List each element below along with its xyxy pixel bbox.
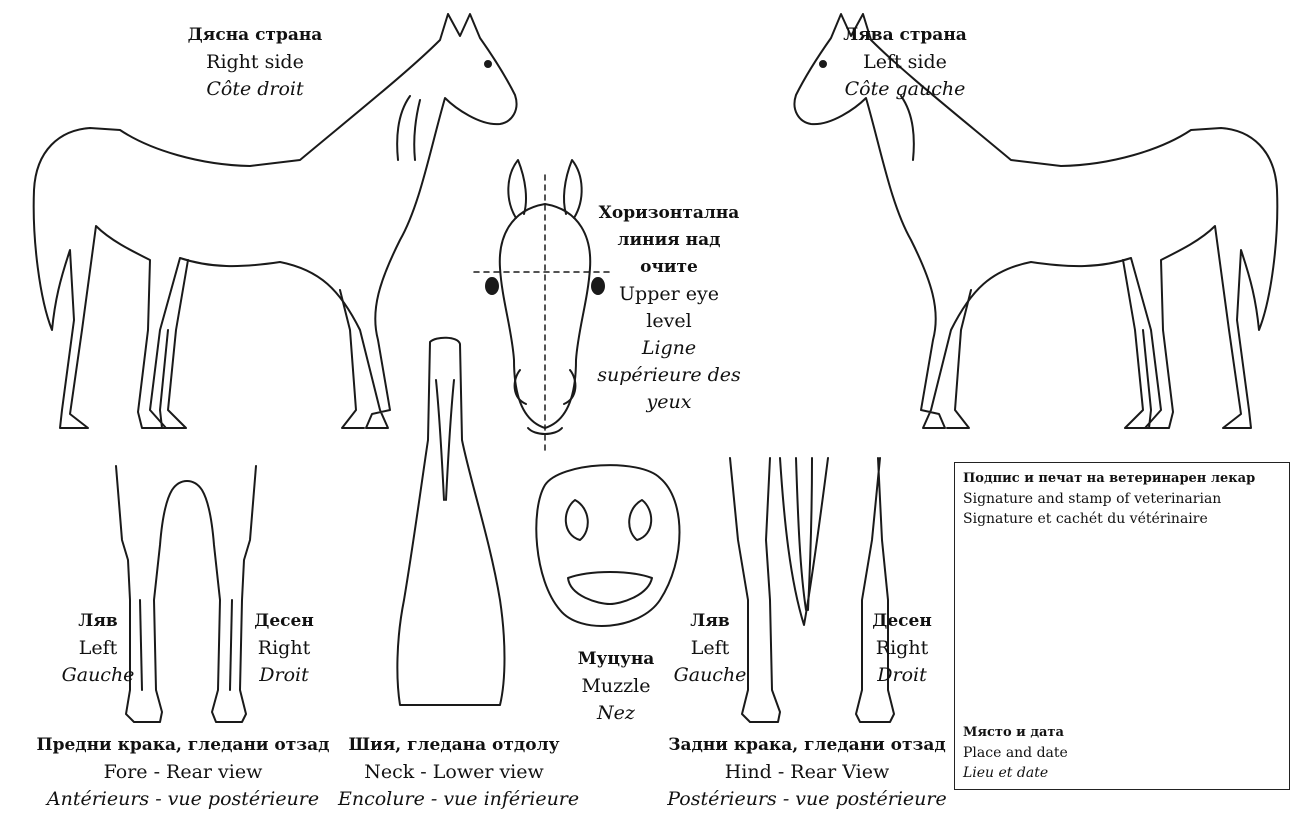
eye-level-bg: Хоризонтална линия над очите bbox=[594, 200, 744, 281]
hind-left-en: Left bbox=[668, 635, 752, 662]
hind-caption-fr: Postérieurs - vue postérieure bbox=[662, 786, 952, 813]
hind-left-bg: Ляв bbox=[668, 608, 752, 635]
eye-level-en: Upper eye level bbox=[594, 281, 744, 335]
neck-caption-fr: Encolure - vue inférieure bbox=[338, 786, 570, 813]
fore-caption-fr: Antérieurs - vue postérieure bbox=[28, 786, 338, 813]
fore-caption-bg: Предни крака, гледани отзад bbox=[28, 732, 338, 759]
fore-right-label: Десен Right Droit bbox=[242, 608, 326, 689]
muzzle-bg: Муцуна bbox=[556, 646, 676, 673]
hind-right-fr: Droit bbox=[860, 662, 944, 689]
signature-box[interactable]: Подпис и печат на ветеринарен лекар Sign… bbox=[954, 462, 1290, 790]
left-side-label: Лява страна Left side Côte gauche bbox=[800, 22, 1010, 103]
muzzle-label: Муцуна Muzzle Nez bbox=[556, 646, 676, 727]
right-side-fr: Côte droit bbox=[150, 76, 360, 103]
signature-fr: Signature et cachét du vétérinaire bbox=[963, 509, 1281, 529]
hind-legs-caption: Задни крака, гледани отзад Hind - Rear V… bbox=[662, 732, 952, 813]
fore-caption-en: Fore - Rear view bbox=[28, 759, 338, 786]
right-side-label: Дясна страна Right side Côte droit bbox=[150, 22, 360, 103]
hind-right-label: Десен Right Droit bbox=[860, 608, 944, 689]
neck-caption: Шия, гледана отдолу Neck - Lower view En… bbox=[338, 732, 570, 813]
left-side-bg: Лява страна bbox=[800, 22, 1010, 49]
fore-legs-caption: Предни крака, гледани отзад Fore - Rear … bbox=[28, 732, 338, 813]
hind-right-en: Right bbox=[860, 635, 944, 662]
muzzle-fr: Nez bbox=[556, 700, 676, 727]
hind-caption-en: Hind - Rear View bbox=[662, 759, 952, 786]
fore-left-en: Left bbox=[56, 635, 140, 662]
place-date-bg: Място и дата bbox=[963, 723, 1068, 743]
neck-lower-view-illustration bbox=[397, 338, 504, 705]
fore-right-fr: Droit bbox=[242, 662, 326, 689]
head-front-view-illustration bbox=[474, 160, 612, 450]
fore-left-label: Ляв Left Gauche bbox=[56, 608, 140, 689]
hind-right-bg: Десен bbox=[860, 608, 944, 635]
hind-left-fr: Gauche bbox=[668, 662, 752, 689]
signature-en: Signature and stamp of veterinarian bbox=[963, 489, 1281, 509]
hind-left-label: Ляв Left Gauche bbox=[668, 608, 752, 689]
right-side-bg: Дясна страна bbox=[150, 22, 360, 49]
muzzle-en: Muzzle bbox=[556, 673, 676, 700]
right-side-en: Right side bbox=[150, 49, 360, 76]
fore-right-en: Right bbox=[242, 635, 326, 662]
muzzle-illustration bbox=[536, 465, 679, 626]
fore-left-bg: Ляв bbox=[56, 608, 140, 635]
place-date-fr: Lieu et date bbox=[963, 763, 1068, 783]
eye-level-label: Хоризонтална линия над очите Upper eye l… bbox=[594, 200, 744, 416]
neck-caption-bg: Шия, гледана отдолу bbox=[338, 732, 570, 759]
left-side-fr: Côte gauche bbox=[800, 76, 1010, 103]
fore-left-fr: Gauche bbox=[56, 662, 140, 689]
fore-right-bg: Десен bbox=[242, 608, 326, 635]
signature-bg: Подпис и печат на ветеринарен лекар bbox=[963, 469, 1281, 489]
hind-caption-bg: Задни крака, гледани отзад bbox=[662, 732, 952, 759]
place-date-field[interactable]: Място и дата Place and date Lieu et date bbox=[963, 723, 1068, 783]
place-date-en: Place and date bbox=[963, 743, 1068, 763]
eye-level-fr: Ligne supérieure des yeux bbox=[594, 335, 744, 416]
left-side-en: Left side bbox=[800, 49, 1010, 76]
neck-caption-en: Neck - Lower view bbox=[338, 759, 570, 786]
